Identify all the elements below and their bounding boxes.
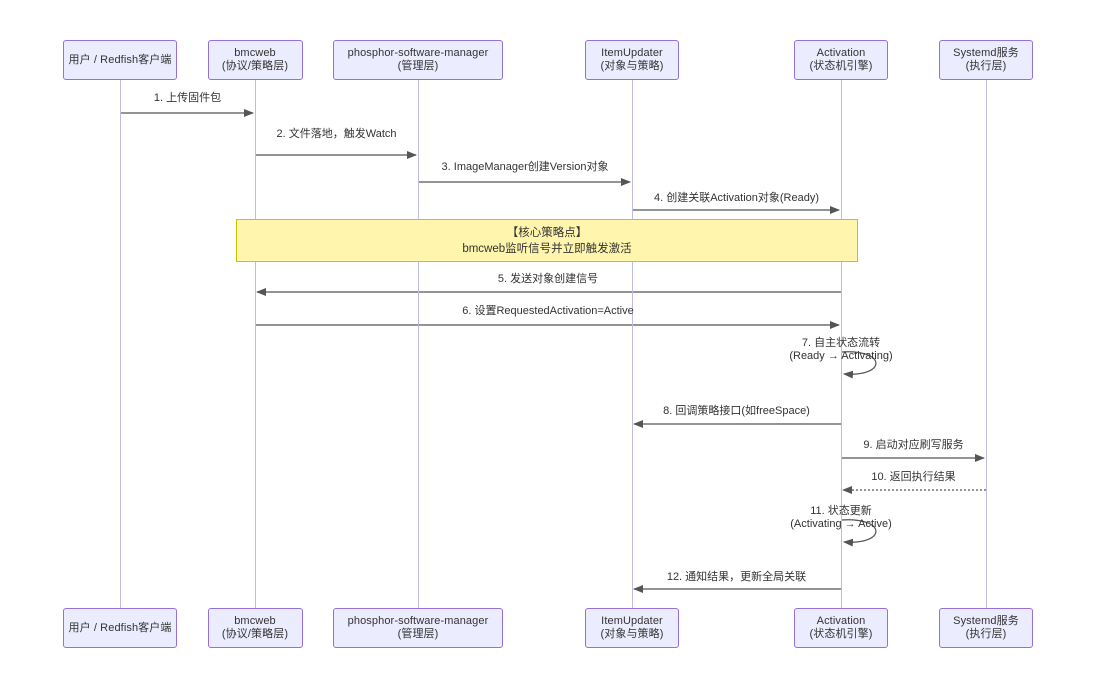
- participant-user-top: 用户 / Redfish客户端: [63, 40, 177, 80]
- message-label-1: 1. 上传固件包: [153, 92, 222, 104]
- message-label-8: 8. 回调策略接口(如freeSpace): [663, 405, 810, 417]
- note-body: bmcweb监听信号并立即触发激活: [462, 242, 632, 255]
- message-label-11: 11. 状态更新 (Activating → Active): [790, 505, 892, 530]
- message-label-4: 4. 创建关联Activation对象(Ready): [653, 192, 820, 204]
- lifeline-user: [120, 80, 121, 608]
- participant-itemupd-bottom: ItemUpdater (对象与策略): [585, 608, 679, 648]
- participant-bmcweb-bottom: bmcweb (协议/策略层): [207, 608, 303, 648]
- participant-activation-bottom: Activation (状态机引擎): [794, 608, 888, 648]
- message-label-7: 7. 自主状态流转 (Ready → Activating): [789, 337, 893, 362]
- lifeline-psm: [418, 80, 419, 608]
- message-label-3: 3. ImageManager创建Version对象: [441, 161, 609, 173]
- message-label-6: 6. 设置RequestedActivation=Active: [462, 305, 634, 317]
- lifeline-itemupd: [632, 80, 633, 608]
- participant-systemd-bottom: Systemd服务 (执行层): [939, 608, 1033, 648]
- message-label-5: 5. 发送对象创建信号: [497, 273, 599, 285]
- lifeline-systemd: [986, 80, 987, 608]
- note-core-policy: 【核心策略点】 bmcweb监听信号并立即触发激活: [236, 219, 858, 262]
- participant-psm-top: phosphor-software-manager (管理层): [333, 40, 503, 80]
- lifeline-bmcweb: [255, 80, 256, 608]
- participant-user-bottom: 用户 / Redfish客户端: [63, 608, 177, 648]
- lifeline-activation: [841, 80, 842, 608]
- message-label-2: 2. 文件落地，触发Watch: [276, 128, 397, 140]
- participant-systemd-top: Systemd服务 (执行层): [939, 40, 1033, 80]
- note-title: 【核心策略点】: [506, 226, 588, 239]
- participant-itemupd-top: ItemUpdater (对象与策略): [585, 40, 679, 80]
- participant-bmcweb-top: bmcweb (协议/策略层): [207, 40, 303, 80]
- message-label-10: 10. 返回执行结果: [871, 471, 956, 483]
- participant-activation-top: Activation (状态机引擎): [794, 40, 888, 80]
- message-label-9: 9. 启动对应刷写服务: [863, 439, 964, 451]
- participant-psm-bottom: phosphor-software-manager (管理层): [333, 608, 503, 648]
- message-label-12: 12. 通知结果，更新全局关联: [666, 571, 807, 583]
